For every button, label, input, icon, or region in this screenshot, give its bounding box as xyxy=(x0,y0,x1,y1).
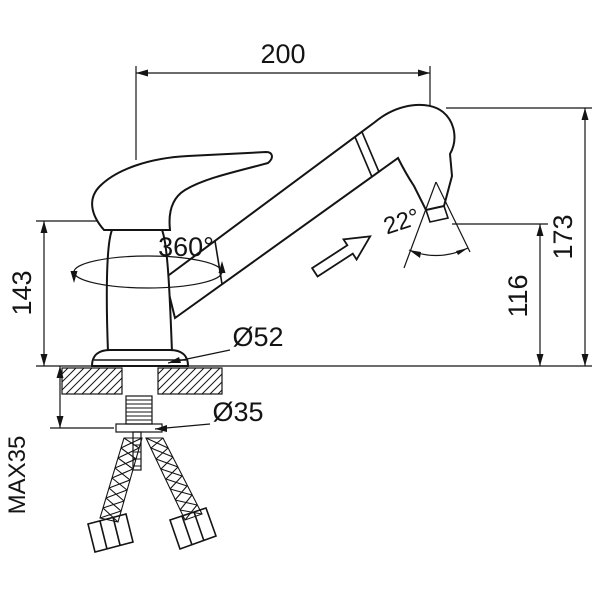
dim-label-143: 143 xyxy=(7,270,37,315)
base-diameter-label: Ø52 xyxy=(232,322,283,352)
supply-hoses xyxy=(87,437,218,553)
dim-label-200: 200 xyxy=(260,39,305,69)
countertop-section xyxy=(61,367,223,395)
left-hose-connector xyxy=(87,513,134,553)
shank-diameter-callout: Ø35 xyxy=(154,397,264,432)
pull-out-arrow xyxy=(310,235,372,278)
dim-200-group: 200 xyxy=(135,39,431,160)
swivel-angle-label: 360° xyxy=(158,232,214,262)
shank-diameter-label: Ø35 xyxy=(212,397,263,427)
lever-handle xyxy=(91,150,273,231)
right-hose-braid xyxy=(145,437,203,521)
dimension-lines: 200 173 116 143 xyxy=(4,39,592,514)
right-hose-outline xyxy=(145,437,203,521)
left-hose-outline xyxy=(99,437,143,523)
base-diameter-callout: Ø52 xyxy=(167,322,284,364)
spray-nozzle-tip xyxy=(425,205,450,223)
swivel-annotation: 360° xyxy=(70,232,226,289)
dim-label-max35: MAX35 xyxy=(4,436,31,515)
spout-ring xyxy=(214,240,223,285)
mounting-hardware xyxy=(115,395,163,471)
spout-and-spray-head xyxy=(163,103,456,320)
dim-173-group: 173 xyxy=(446,107,592,366)
right-hose-connector xyxy=(168,506,218,551)
base-flange xyxy=(90,349,190,367)
dim-max35-group: MAX35 xyxy=(4,366,114,514)
spray-head-joint xyxy=(354,131,380,178)
dim-label-173: 173 xyxy=(548,214,578,259)
faucet-body-group xyxy=(90,103,456,367)
mounting-washer xyxy=(115,423,163,433)
dim-116-group: 116 xyxy=(452,223,548,366)
dim-label-116: 116 xyxy=(503,274,533,317)
left-hose-braid xyxy=(99,437,143,523)
dim-143-group: 143 xyxy=(7,220,98,366)
